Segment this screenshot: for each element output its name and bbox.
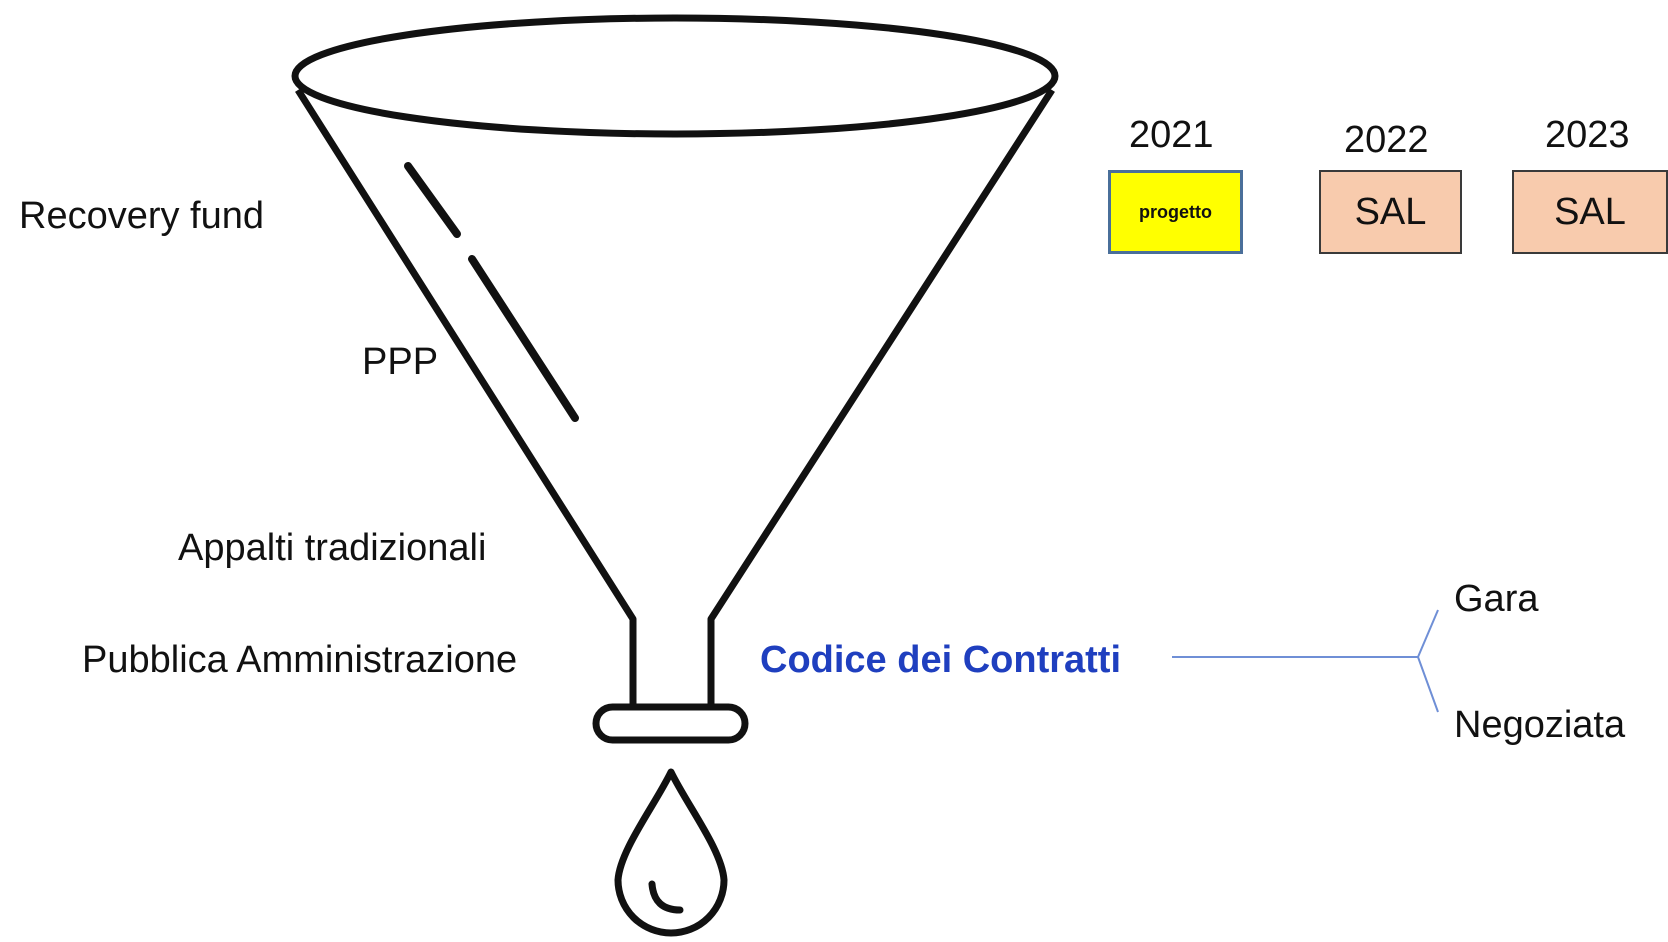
year-2022: 2022 [1344,119,1429,161]
timeline-box-2022: SAL [1319,170,1462,254]
water-drop-icon [614,768,728,937]
year-2021: 2021 [1129,114,1214,156]
label-codice-dei-contratti: Codice dei Contratti [760,639,1122,681]
funnel-glint-lower [468,255,579,422]
branch-line-gara [1417,609,1439,658]
label-ppp: PPP [362,341,439,383]
funnel-rim [291,14,1059,138]
label-pubblica-amministrazione: Pubblica Amministrazione [82,639,518,681]
funnel-cone-left [295,88,637,704]
label-negoziata: Negoziata [1454,704,1626,746]
funnel-cone-right [707,88,1055,704]
label-gara: Gara [1454,578,1539,620]
timeline-box-2021: progetto [1108,170,1243,254]
timeline-box-2023: SAL [1512,170,1668,254]
funnel-glint-upper [404,162,461,238]
branch-line-negoziata [1417,656,1439,713]
year-2023: 2023 [1545,114,1630,156]
label-appalti-tradizionali: Appalti tradizionali [178,527,487,569]
funnel-collar [592,703,749,744]
label-recovery-fund: Recovery fund [19,195,265,237]
